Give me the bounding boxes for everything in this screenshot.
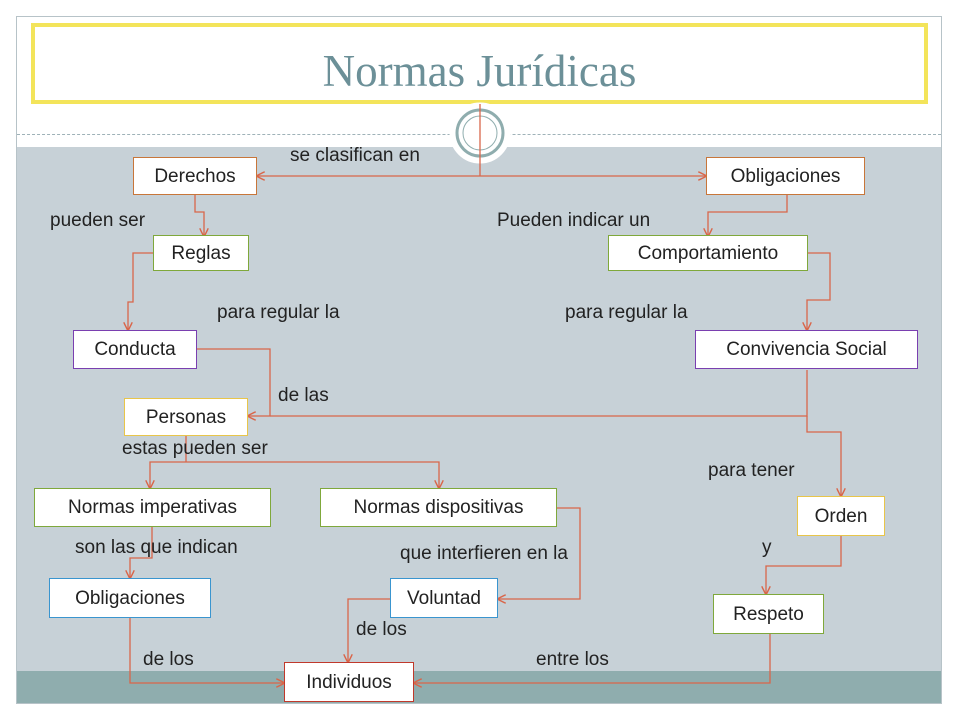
label-de-los-left: de los <box>143 649 194 670</box>
title-box <box>31 23 928 104</box>
connector-obligaciones-individuos <box>129 618 284 683</box>
connector-dispositivas-voluntad <box>498 507 581 599</box>
connector-respeto-individuos <box>414 633 771 683</box>
node-obligaciones-top: Obligaciones <box>706 157 865 195</box>
label-son-las-que-indican: son las que indican <box>75 537 238 558</box>
label-para-tener: para tener <box>708 460 795 481</box>
connector-comportamiento-convivencia <box>807 252 831 330</box>
connector-obligaciones-comportamiento <box>708 195 788 236</box>
node-respeto: Respeto <box>713 594 824 634</box>
connector-convivencia-orden <box>806 416 841 496</box>
label-para-regular-la-left: para regular la <box>217 302 340 323</box>
connector-to-imperativas <box>150 461 186 488</box>
label-entre-los: entre los <box>536 649 609 670</box>
label-se-clasifican-en: se clasifican en <box>290 145 420 166</box>
label-pueden-ser: pueden ser <box>50 210 146 231</box>
node-personas: Personas <box>124 398 248 436</box>
node-conducta: Conducta <box>73 330 197 369</box>
connector-voluntad-individuos <box>348 598 390 662</box>
node-normas-dispositivas: Normas dispositivas <box>320 488 557 527</box>
connector-orden-respeto <box>766 536 842 594</box>
connector-conducta-personas <box>197 348 271 416</box>
node-obligaciones-bottom: Obligaciones <box>49 578 211 618</box>
label-estas-pueden-ser: estas pueden ser <box>122 438 268 459</box>
footer-band <box>17 671 941 703</box>
label-y: y <box>762 537 772 558</box>
node-orden: Orden <box>797 496 885 536</box>
node-comportamiento: Comportamiento <box>608 235 808 271</box>
label-de-los-middle: de los <box>356 619 407 640</box>
label-pueden-indicar-un: Pueden indicar un <box>497 210 651 231</box>
connector-reglas-conducta <box>128 252 153 330</box>
node-normas-imperativas: Normas imperativas <box>34 488 271 527</box>
label-de-las: de las <box>278 385 329 406</box>
label-para-regular-la-right: para regular la <box>565 302 688 323</box>
connector-derechos-reglas <box>194 195 204 236</box>
node-derechos: Derechos <box>133 157 257 195</box>
node-convivencia-social: Convivencia Social <box>695 330 918 369</box>
page-title: Normas Jurídicas <box>322 46 637 96</box>
node-voluntad: Voluntad <box>390 578 498 618</box>
node-individuos: Individuos <box>284 662 414 702</box>
connector-imperativas-obligaciones <box>130 527 153 578</box>
connector-convivencia-personas <box>270 370 808 417</box>
node-reglas: Reglas <box>153 235 249 271</box>
connector-to-dispositivas <box>186 461 439 488</box>
label-que-interfieren-en-la: que interfieren en la <box>400 543 568 564</box>
